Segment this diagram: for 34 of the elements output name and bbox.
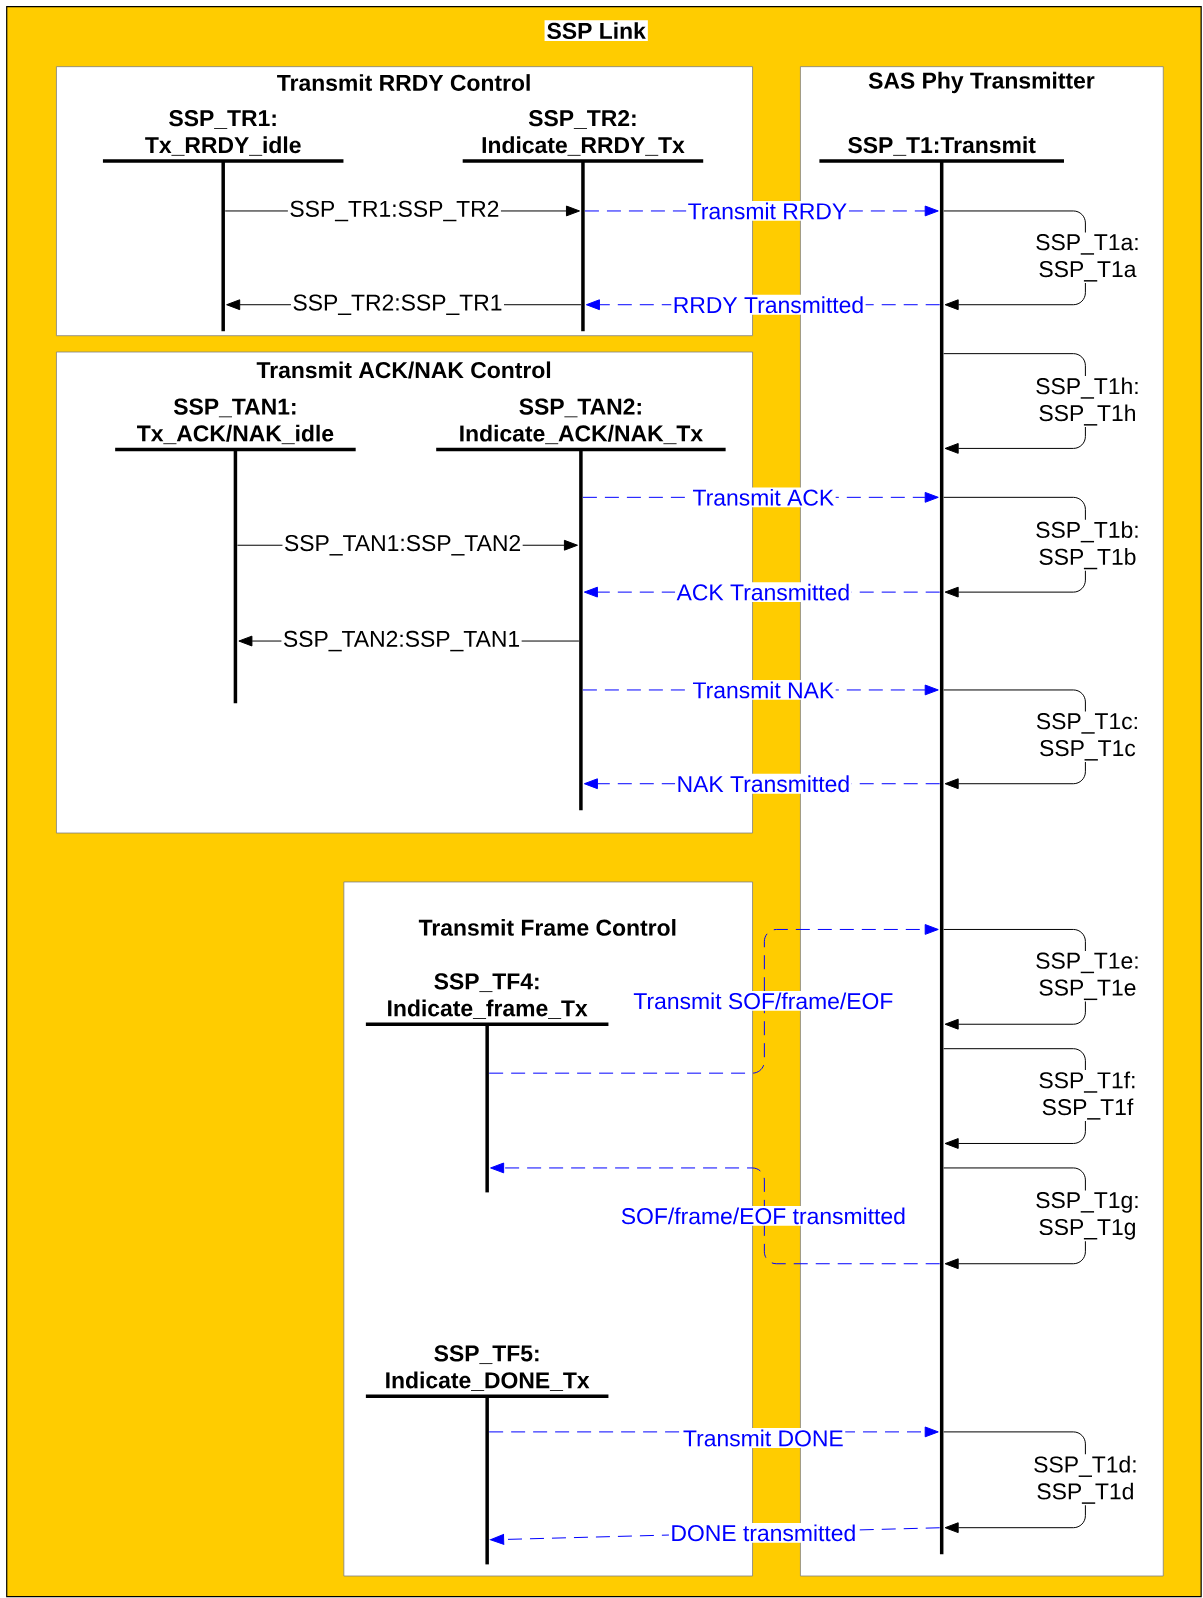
edge-label: Transmit RRDY: [686, 201, 849, 221]
edge-label: SSP_T1g: SSP_T1g: [1022, 1190, 1153, 1242]
arrow: [943, 353, 1087, 454]
arrow: [488, 924, 939, 1074]
edge-label: SSP_TR2:SSP_TR1: [291, 292, 505, 317]
edge-label: SSP_T1d: SSP_T1d: [1020, 1454, 1151, 1506]
edge-label: Transmit SOF/frame/EOF: [632, 990, 896, 1011]
arrow: [943, 1048, 1087, 1149]
arrow: [943, 496, 1087, 598]
edge-label: SSP_T1f: SSP_T1f: [1022, 1070, 1153, 1122]
edge-label: SSP_T1a: SSP_T1a: [1022, 232, 1153, 284]
arrow: [943, 689, 1087, 790]
edge-label: SSP_T1h: SSP_T1h: [1022, 376, 1153, 428]
arrow: [943, 1431, 1087, 1534]
state-lifeline: SSP_TF4: Indicate_frame_Tx: [366, 973, 609, 1193]
edge-label: ACK Transmitted: [675, 582, 852, 603]
state-lifeline: SSP_TF5: Indicate_DONE_Tx: [366, 1345, 609, 1565]
arrow: [943, 210, 1087, 311]
arrow: [490, 1162, 941, 1265]
edge-label: SSP_T1b: SSP_T1b: [1022, 519, 1153, 571]
edge-label: SSP_TAN2:SSP_TAN1: [281, 629, 522, 653]
arrow: [943, 1167, 1087, 1270]
edge-label: RRDY Transmitted: [671, 294, 866, 315]
edge-label: Transmit NAK: [691, 680, 836, 700]
edge-label: SSP_TAN1:SSP_TAN2: [282, 533, 523, 557]
edge-label: SOF/frame/EOF transmitted: [619, 1205, 908, 1226]
edge-label: Transmit ACK: [691, 487, 836, 508]
edge-label: SSP_T1e: SSP_T1e: [1022, 951, 1153, 1002]
arrow: [943, 928, 1087, 1030]
edge-label: DONE transmitted: [669, 1522, 858, 1543]
edge-label: SSP_TR1:SSP_TR2: [288, 199, 502, 223]
edge-label: NAK Transmitted: [675, 773, 852, 794]
edge-label: Transmit DONE: [681, 1428, 846, 1448]
edge-label: SSP_T1c: SSP_T1c: [1022, 711, 1153, 763]
